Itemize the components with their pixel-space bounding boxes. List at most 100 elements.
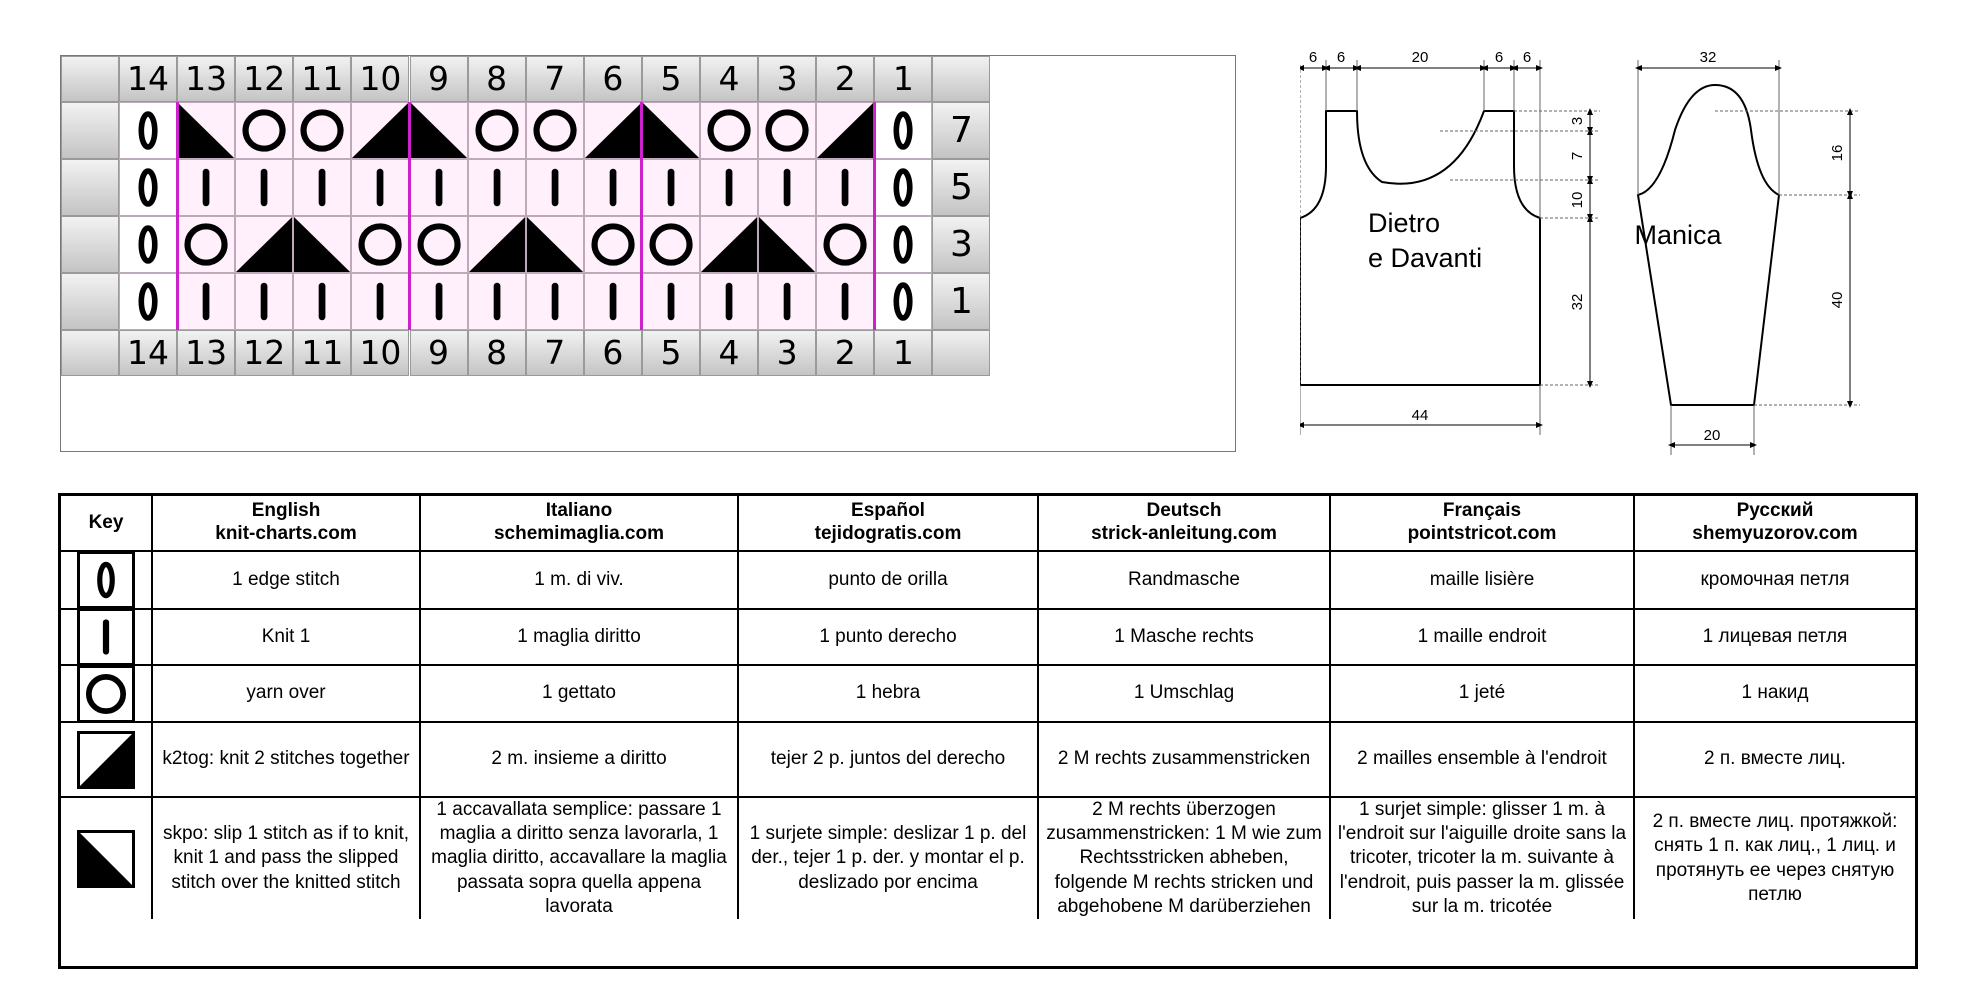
chart-stitch-cell (409, 273, 468, 330)
skpo-symbol-icon (294, 217, 351, 272)
language-site: strick-anleitung.com (1091, 523, 1277, 544)
chart-stitch-cell (235, 159, 294, 216)
chart-column-number: 14 (119, 56, 178, 102)
knit-symbol-icon (783, 282, 791, 321)
sleeve-label: Manica (1634, 220, 1722, 250)
chart-stitch-cell (409, 216, 468, 273)
edge-symbol-icon (138, 225, 158, 264)
chart-row-number: 5 (932, 159, 991, 216)
knit-symbol-icon (725, 168, 733, 207)
knit-symbol-icon (551, 168, 559, 207)
edge-symbol-icon (97, 561, 115, 599)
legend-description: 1 Masche rechts (1039, 610, 1331, 666)
knit-symbol-icon (667, 282, 675, 321)
dim-label: 3 (1569, 117, 1586, 125)
legend-description: 1 surjete simple: deslizar 1 p. del der.… (739, 798, 1039, 919)
knit-symbol-icon (435, 168, 442, 207)
chart-stitch-cell (177, 159, 236, 216)
legend-description: 1 Umschlag (1039, 666, 1331, 723)
chart-stitch-cell (351, 273, 410, 330)
chart-row-spacer (61, 273, 119, 330)
language-name: English (251, 500, 321, 522)
chart-stitch-cell (467, 102, 526, 159)
chart-column-number: 9 (409, 330, 468, 376)
chart-corner (61, 330, 119, 376)
skpo-symbol-icon (178, 103, 235, 158)
legend-description: 2 mailles ensemble à l'endroit (1331, 723, 1635, 798)
chart-stitch-cell (293, 159, 352, 216)
skpo-symbol-icon (759, 217, 816, 272)
legend-symbol-box (77, 551, 135, 609)
dim-label: 10 (1569, 192, 1586, 209)
chart-stitch-cell (177, 102, 236, 159)
skpo-symbol-icon (526, 217, 583, 272)
yo-symbol-icon (184, 223, 228, 266)
legend-description: 2 п. вместе лиц. протяжкой: снять 1 п. к… (1652, 811, 1898, 905)
yo-symbol-icon (416, 223, 461, 266)
yo-symbol-icon (707, 109, 751, 152)
yo-symbol-icon (533, 109, 577, 152)
dim-label: 16 (1829, 145, 1846, 162)
chart-stitch-cell (641, 102, 700, 159)
legend-symbol-box (77, 664, 135, 723)
legend-description: 1 edge stitch (153, 552, 421, 610)
garment-schematic: 6 6 20 6 6 3 7 10 32 44 32 16 40 20 Diet… (1297, 40, 1920, 470)
legend-symbol-box (77, 608, 135, 666)
k2tog-symbol-icon (817, 103, 874, 158)
legend-description: maille lisière (1331, 552, 1635, 610)
legend-description: 1 hebra (739, 666, 1039, 723)
edge-symbol-icon (893, 225, 913, 264)
legend-description: 2 M rechts überzogen zusammenstricken: 1… (1039, 798, 1331, 919)
edge-symbol-icon (893, 168, 913, 207)
legend-key-cell (61, 798, 153, 919)
chart-column-number: 12 (235, 330, 294, 376)
yo-symbol-icon (649, 223, 693, 266)
chart-stitch-cell (525, 216, 584, 273)
knit-symbol-icon (318, 282, 326, 321)
legend-key-cell (61, 664, 153, 723)
chart-stitch-cell (816, 216, 875, 273)
chart-column-number: 8 (467, 330, 526, 376)
chart-column-number: 10 (351, 330, 410, 376)
chart-column-number: 5 (641, 56, 700, 102)
yo-symbol-icon (300, 109, 344, 152)
chart-stitch-cell (758, 102, 817, 159)
chart-stitch-cell (700, 216, 759, 273)
chart-stitch-cell (583, 159, 642, 216)
chart-column-number: 1 (874, 330, 933, 376)
language-name: Deutsch (1146, 500, 1222, 522)
chart-column-number: 5 (641, 330, 700, 376)
chart-stitch-cell (235, 102, 294, 159)
knit-symbol-icon (493, 168, 501, 207)
chart-row-spacer (61, 102, 119, 159)
knit-symbol-icon (202, 168, 210, 207)
chart-stitch-cell (583, 273, 642, 330)
knit-symbol-icon (435, 282, 442, 321)
legend-description: Knit 1 (153, 610, 421, 666)
legend-description: 1 surjet simple: glisser 1 m. à l'endroi… (1331, 798, 1635, 919)
chart-stitch-cell (874, 159, 933, 216)
chart-stitch-cell (874, 273, 933, 330)
chart-stitch-cell (525, 273, 584, 330)
knit-symbol-icon (318, 168, 326, 207)
chart-stitch-cell (177, 273, 236, 330)
dim-label: 6 (1495, 49, 1503, 66)
k2tog-symbol-icon (584, 103, 641, 158)
chart-corner (932, 330, 991, 376)
chart-row-spacer (61, 159, 119, 216)
language-name: Русский (1736, 500, 1814, 522)
chart-column-number: 14 (119, 330, 178, 376)
chart-stitch-cell (119, 159, 178, 216)
chart-stitch-cell (351, 159, 410, 216)
knit-symbol-icon (609, 168, 617, 207)
dim-label: 44 (1412, 407, 1429, 424)
chart-stitch-cell (351, 216, 410, 273)
yo-symbol-icon (823, 223, 867, 266)
chart-stitch-cell (758, 159, 817, 216)
chart-stitch-cell (177, 216, 236, 273)
